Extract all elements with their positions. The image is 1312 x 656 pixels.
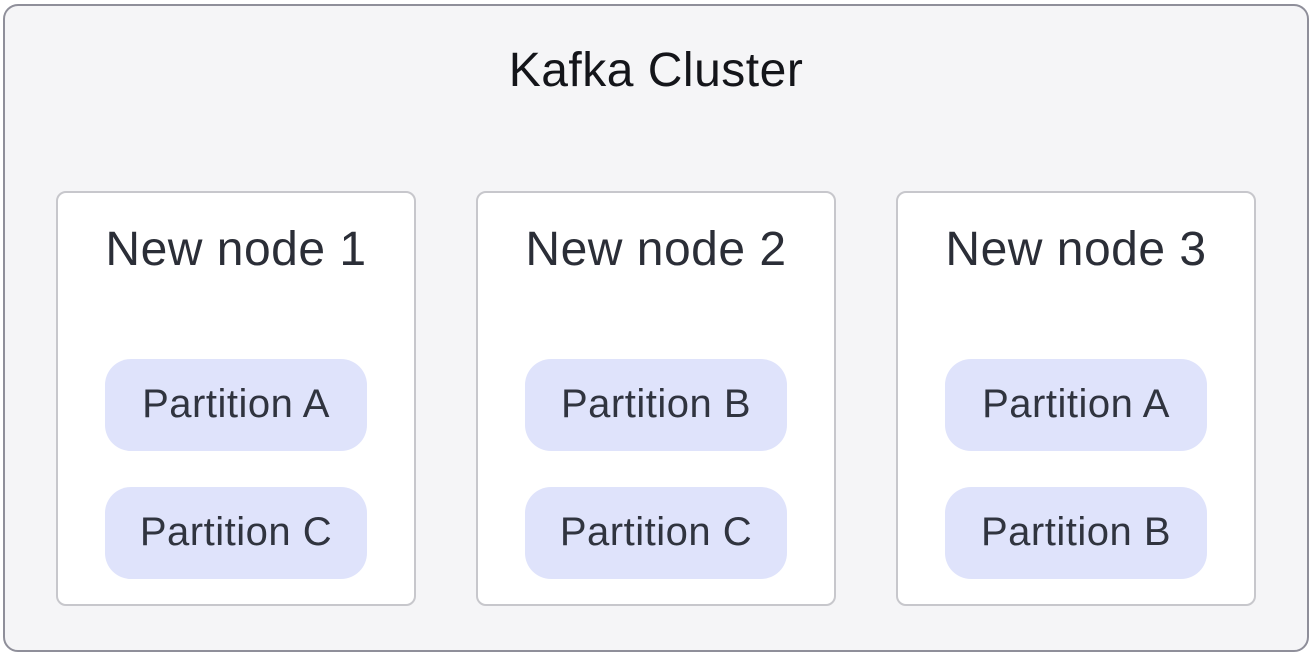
partition-pill: Partition C <box>525 486 787 579</box>
partition-pill: Partition B <box>525 358 787 451</box>
node-card-3: New node 3 Partition A Partition B <box>896 191 1256 606</box>
partition-pill: Partition A <box>945 358 1207 451</box>
partition-pill: Partition C <box>105 486 367 579</box>
node-title: New node 3 <box>945 223 1207 276</box>
partition-pill: Partition B <box>945 486 1207 579</box>
node-title: New node 1 <box>105 223 367 276</box>
partition-pill: Partition A <box>105 358 367 451</box>
nodes-row: New node 1 Partition A Partition C New n… <box>5 191 1307 606</box>
node-card-2: New node 2 Partition B Partition C <box>476 191 836 606</box>
partition-list: Partition A Partition C <box>105 358 367 579</box>
kafka-cluster-container: Kafka Cluster New node 1 Partition A Par… <box>3 4 1309 652</box>
node-card-1: New node 1 Partition A Partition C <box>56 191 416 606</box>
cluster-title: Kafka Cluster <box>508 44 804 97</box>
partition-list: Partition B Partition C <box>525 358 787 579</box>
node-title: New node 2 <box>525 223 787 276</box>
partition-list: Partition A Partition B <box>945 358 1207 579</box>
